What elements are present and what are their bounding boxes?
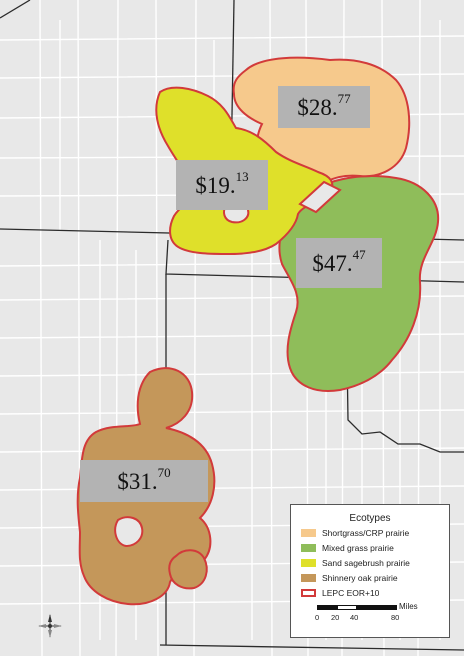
legend-item-shinnery-oak: Shinnery oak prairie [301, 572, 398, 583]
scale-segment [317, 605, 337, 610]
scale-tick: 40 [350, 613, 359, 622]
price-dollars: $28. [297, 94, 338, 120]
legend-item-lepc-eor: LEPC EOR+10 [301, 587, 379, 598]
scale-units: Miles [399, 602, 418, 611]
price-dollars: $31. [117, 468, 158, 494]
scale-tick: 80 [391, 613, 400, 622]
legend-item-mixed-grass: Mixed grass prairie [301, 542, 394, 553]
scale-tick: 0 [315, 613, 320, 622]
legend-label: Sand sagebrush prairie [322, 557, 410, 568]
map-hole [298, 180, 342, 214]
price-dollars: $19. [195, 172, 236, 198]
shinnery-oak-prairie-region [168, 549, 208, 590]
scale-segment [357, 605, 397, 610]
legend-label: Mixed grass prairie [322, 542, 394, 553]
price-label-sand-sagebrush: $19.13 [176, 160, 268, 210]
legend-swatch [301, 558, 316, 567]
legend-title: Ecotypes [349, 513, 391, 524]
legend-swatch [301, 543, 316, 552]
legend-item-sand-sagebrush: Sand sagebrush prairie [301, 557, 410, 568]
map-hole [114, 516, 144, 548]
legend-swatch [301, 528, 316, 537]
legend: Ecotypes Shortgrass/CRP prairie Mixed gr… [290, 504, 450, 638]
legend-item-shortgrass-crp: Shortgrass/CRP prairie [301, 527, 409, 538]
price-cents: 47 [352, 246, 366, 262]
price-label-mixed-grass: $47.47 [296, 238, 382, 288]
scale-segment [337, 605, 357, 610]
legend-swatch [301, 573, 316, 582]
scale-bar: Miles 0 20 40 80 [315, 602, 439, 633]
price-cents: 70 [157, 464, 171, 480]
legend-swatch [301, 588, 316, 597]
legend-label: LEPC EOR+10 [322, 587, 380, 598]
price-dollars: $47. [312, 250, 353, 276]
price-cents: 77 [337, 90, 351, 106]
scale-tick: 20 [331, 613, 340, 622]
legend-label: Shortgrass/CRP prairie [322, 527, 410, 538]
price-cents: 13 [235, 168, 249, 184]
price-label-shortgrass-crp: $28.77 [278, 86, 370, 128]
north-arrow-icon [38, 614, 62, 638]
legend-label: Shinnery oak prairie [322, 572, 398, 583]
price-label-shinnery-oak: $31.70 [80, 460, 208, 502]
